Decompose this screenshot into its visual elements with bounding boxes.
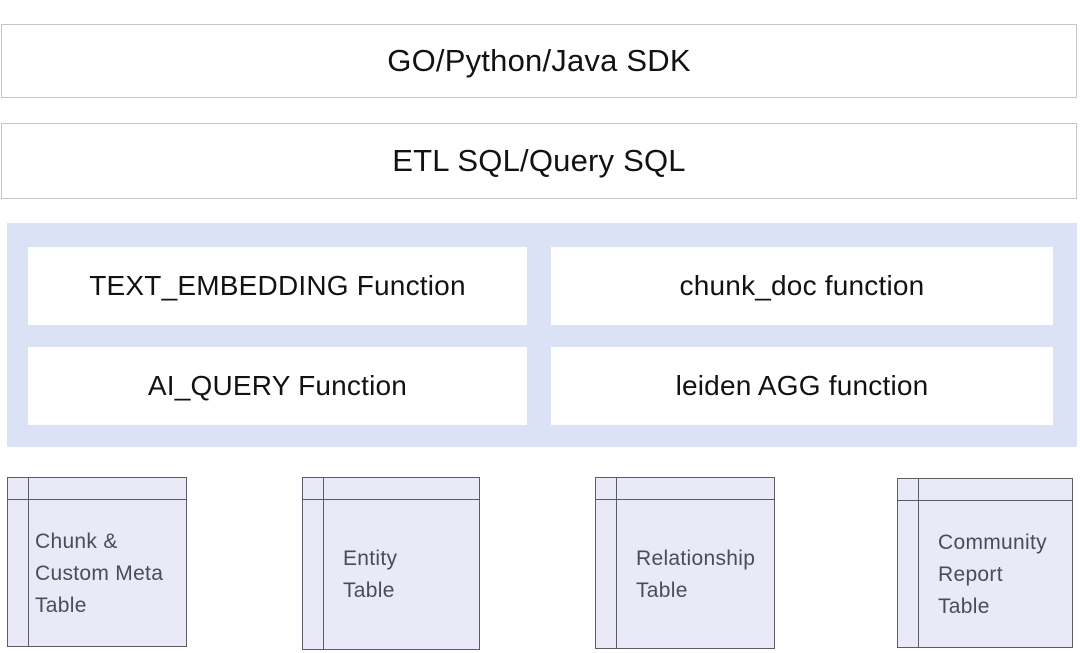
sql-layer-box: ETL SQL/Query SQL <box>1 123 1077 199</box>
sql-layer-label: ETL SQL/Query SQL <box>392 143 686 178</box>
table-label-line: Custom Meta <box>35 561 164 585</box>
table-label-line: Table <box>343 579 395 602</box>
function-label: TEXT_EMBEDDING Function <box>89 270 466 301</box>
function-label: chunk_doc function <box>679 270 925 301</box>
table-label: Chunk & Custom Meta Table <box>30 501 184 646</box>
table-left-column <box>596 478 617 648</box>
table-header-row <box>8 478 186 500</box>
function-panel: TEXT_EMBEDDING Function chunk_doc functi… <box>7 223 1077 447</box>
table-label-line: Table <box>636 578 688 602</box>
table-label: Entity Table <box>325 501 477 649</box>
function-box-chunk-doc: chunk_doc function <box>551 247 1053 325</box>
table-header-row <box>303 478 479 500</box>
table-label-line: Report <box>938 562 1003 586</box>
table-header-row <box>596 478 774 500</box>
function-box-text-embedding: TEXT_EMBEDDING Function <box>28 247 527 325</box>
table-icon-chunk-custom-meta: Chunk & Custom Meta Table <box>7 477 187 647</box>
table-header-row <box>898 479 1072 501</box>
table-label: Community Report Table <box>920 502 1070 647</box>
table-label-line: Entity <box>343 547 398 570</box>
table-left-column <box>8 478 29 646</box>
function-label: leiden AGG function <box>675 370 929 401</box>
table-label-line: Community <box>938 530 1047 554</box>
table-label-line: Chunk & <box>35 529 118 553</box>
sdk-layer-label: GO/Python/Java SDK <box>387 43 691 78</box>
table-label-line: Table <box>938 594 990 618</box>
table-left-column <box>303 478 324 649</box>
function-box-leiden-agg: leiden AGG function <box>551 347 1053 425</box>
table-icon-entity: Entity Table <box>302 477 480 650</box>
table-icon-community-report: Community Report Table <box>897 478 1073 648</box>
table-left-column <box>898 479 919 647</box>
table-label-line: Table <box>35 593 87 617</box>
table-label: Relationship Table <box>618 501 772 648</box>
sdk-layer-box: GO/Python/Java SDK <box>1 24 1077 98</box>
function-box-ai-query: AI_QUERY Function <box>28 347 527 425</box>
table-icon-relationship: Relationship Table <box>595 477 775 649</box>
function-label: AI_QUERY Function <box>147 370 408 401</box>
table-label-line: Relationship <box>636 546 756 570</box>
